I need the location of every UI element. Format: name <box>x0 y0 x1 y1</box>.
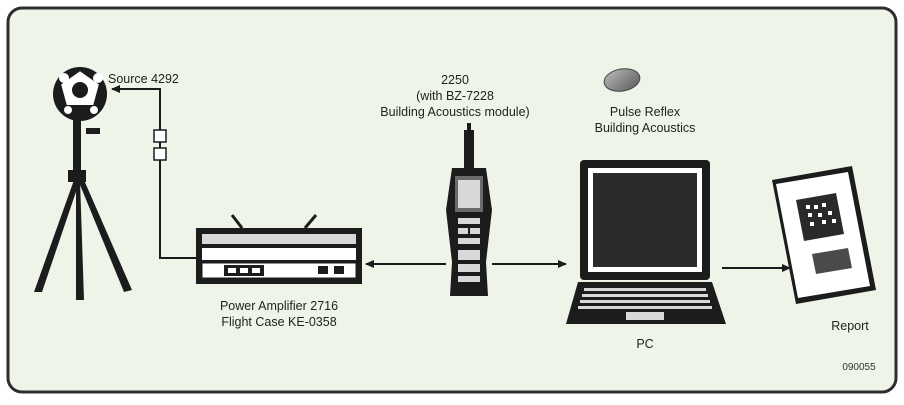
amplifier-label: Power Amplifier 2716 Flight Case KE-0358 <box>190 298 368 330</box>
analyzer-label-line-2: (with BZ-7228 <box>416 89 494 103</box>
software-label-line-2: Building Acoustics <box>594 121 696 135</box>
analyzer-label: 2250 (with BZ-7228 Building Acoustics mo… <box>370 72 540 120</box>
figure-code: 090055 <box>842 362 876 373</box>
speaker-cable <box>111 85 196 259</box>
amplifier-label-line-1: Power Amplifier 2716 <box>219 299 339 313</box>
power-amplifier-icon <box>196 214 362 284</box>
report-label: Report <box>831 319 869 333</box>
software-disc-icon <box>603 68 641 92</box>
source-label: Source 4292 <box>108 72 179 86</box>
analyzer-label-line-1: 2250 <box>441 73 469 87</box>
laptop-icon <box>566 160 726 324</box>
software-label-line-1: Pulse Reflex <box>609 105 681 119</box>
dodecahedron-speaker-icon <box>53 67 107 121</box>
sound-level-meter-icon <box>446 123 492 296</box>
tripod-icon <box>34 115 132 300</box>
amplifier-label-line-2: Flight Case KE-0358 <box>221 315 337 329</box>
software-label: Pulse Reflex Building Acoustics <box>560 104 730 136</box>
pc-label: PC <box>636 337 654 351</box>
report-document-icon <box>772 166 876 304</box>
analyzer-label-line-3: Building Acoustics module) <box>380 105 530 119</box>
